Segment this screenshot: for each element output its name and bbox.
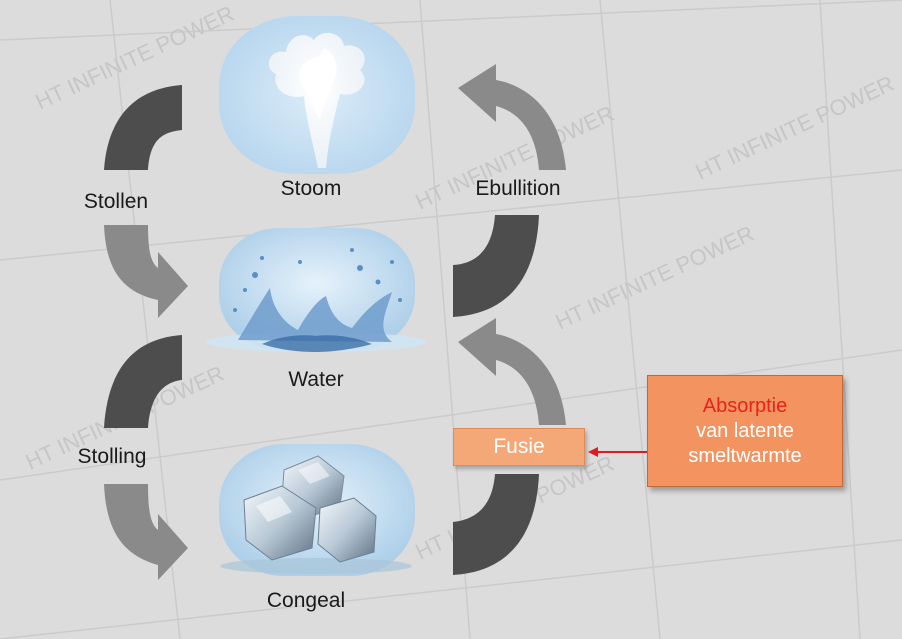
watermark-text: HT INFINITE POWER xyxy=(692,71,898,185)
label-stolling: Stolling xyxy=(77,445,147,468)
water-image xyxy=(206,228,426,352)
arrow-stollen-lower xyxy=(104,225,188,318)
label-stollen: Stollen xyxy=(83,190,149,213)
label-fusie: Fusie xyxy=(493,435,545,458)
latent-heat-callout: Absorptie van latente smeltwarmte xyxy=(647,375,843,487)
callout-line-1: Absorptie xyxy=(702,394,788,417)
label-ebullition: Ebullition xyxy=(475,177,561,200)
callout-line-3: smeltwarmte xyxy=(688,444,802,467)
label-ice: Congeal xyxy=(266,589,346,612)
water-splash xyxy=(238,288,392,342)
watermark-text: HT INFINITE POWER xyxy=(32,1,238,115)
callout-line-2: van latente xyxy=(696,419,794,442)
arrow-fusie-lower xyxy=(453,474,539,575)
label-water: Water xyxy=(288,368,344,391)
watermark-text: HT INFINITE POWER xyxy=(552,221,758,335)
ice-image xyxy=(219,444,415,576)
arrow-ebullition-lower xyxy=(453,215,539,317)
arrow-fusie-upper xyxy=(458,318,566,425)
callout-arrow xyxy=(588,447,647,457)
arrow-ebullition-upper xyxy=(458,64,566,170)
arrow-stolling-lower xyxy=(104,484,188,580)
ice-cube-right xyxy=(317,497,377,563)
fusie-box: Fusie xyxy=(453,428,585,466)
arrow-stolling-upper xyxy=(104,335,182,428)
steam-image xyxy=(219,16,415,174)
label-steam: Stoom xyxy=(280,177,342,200)
arrow-stollen-upper xyxy=(104,85,182,170)
